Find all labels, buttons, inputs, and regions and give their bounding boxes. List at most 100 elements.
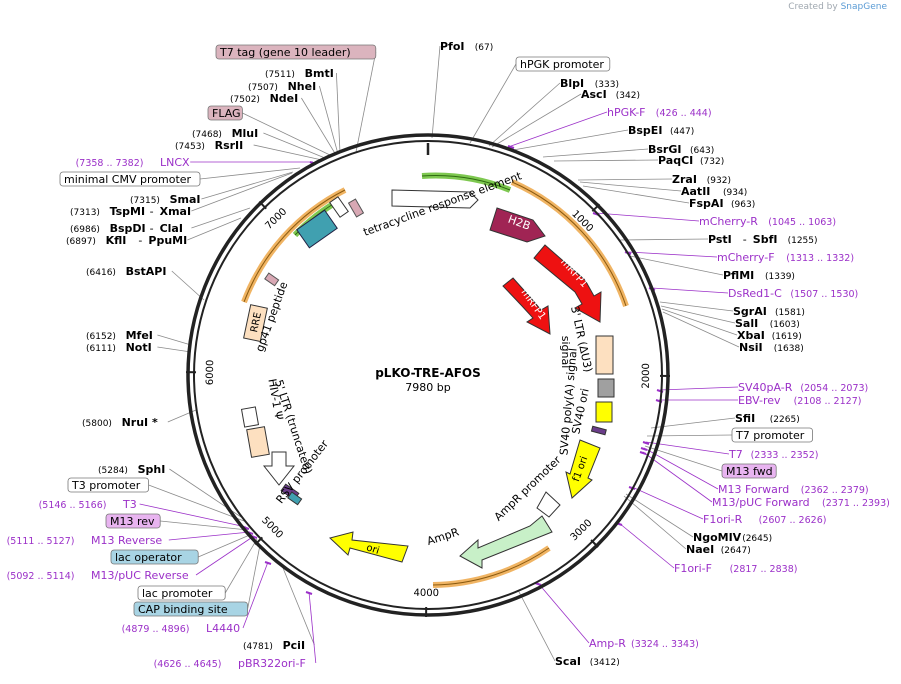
hiv-psi-block — [240, 406, 260, 428]
label-enzyme: XbaI — [737, 329, 765, 342]
label-primer: M13/pUC Forward — [712, 496, 810, 509]
tick-label: 4000 — [414, 588, 440, 599]
label-number: (934) — [723, 188, 747, 198]
tick-label: 2000 — [641, 363, 652, 388]
label-dash: - — [150, 205, 154, 218]
rsv-arrow — [262, 451, 296, 486]
label-number: (6416) — [86, 268, 116, 278]
label-number: (5284) — [98, 466, 128, 476]
label-m13-puc-rev: M13/pUC Reverse(5092 .. 5114) — [7, 569, 189, 582]
label-number: (3412) — [590, 658, 620, 668]
label-pbr322: pBR322ori-F(4626 .. 4645) — [154, 657, 306, 670]
label-number: (6986) — [70, 225, 100, 235]
label-number: (7468) — [192, 130, 222, 140]
tre-block — [296, 209, 338, 249]
label-fspai: (963)FspAI — [689, 197, 755, 210]
label-enzyme: NaeI — [686, 543, 714, 556]
label-m13-reverse: M13 Reverse(5111 .. 5127) — [7, 534, 163, 547]
label-sali: (1603)SalI — [735, 317, 800, 330]
label-enzyme: NsiI — [739, 341, 763, 354]
leader-line — [510, 111, 608, 147]
label-nrui: (5800)NruI * — [82, 416, 158, 429]
label-primer: T3 — [122, 498, 137, 511]
label-number: (5111 .. 5127) — [7, 536, 75, 547]
label-f1ori-f: F1ori-F(2817 .. 2838) — [674, 562, 797, 575]
label-scai: (3412)ScaI — [555, 655, 620, 668]
label-sfii: (2265)SfiI — [735, 412, 800, 425]
label-enzyme: NotI — [126, 341, 152, 354]
leader-line — [242, 561, 269, 629]
outer-labels: T7 tag (gene 10 leader)(7511)BmtI(7507)N… — [7, 40, 890, 670]
tick-mark — [590, 539, 599, 548]
label-sgrai: (1581)SgrAI — [733, 305, 805, 318]
label-m13-rev: M13 rev — [105, 513, 161, 529]
label-enzyme: NheI — [288, 80, 317, 93]
label-t7-prom: T7 promoter — [731, 427, 813, 443]
tick-mark — [258, 200, 267, 210]
label-enzyme: PaqCI — [658, 154, 693, 167]
label-pfoi: (67)PfoI — [440, 40, 493, 53]
label-f1ori-r: F1ori-R(2607 .. 2626) — [703, 513, 826, 526]
leader-line — [242, 112, 333, 157]
label-number: (5146 .. 5166) — [39, 500, 107, 511]
tick-mark — [254, 536, 264, 546]
leader-line — [148, 484, 245, 522]
leader-line — [645, 441, 730, 455]
label-text: T7 tag (gene 10 leader) — [219, 46, 351, 59]
leader-line — [582, 185, 690, 204]
label-number: (1603) — [770, 320, 800, 330]
label-number: (2607 .. 2626) — [759, 515, 827, 526]
leader-line — [537, 582, 590, 644]
snapgene-credit: Created by SnapGene — [788, 2, 887, 12]
label-number: (2371 .. 2393) — [822, 498, 890, 509]
label-box — [207, 105, 243, 121]
leader-line — [625, 493, 694, 538]
label-dsred1: DsRed1-C(1507 .. 1530) — [728, 287, 858, 300]
label-bstapi: (6416)BstAPI — [86, 265, 166, 278]
leader-line — [247, 544, 261, 610]
leader-line — [579, 181, 682, 192]
label-m13-puc-fwd: M13/pUC Forward (2371 .. 2393) — [712, 496, 890, 509]
label-text: FLAG — [212, 107, 241, 120]
label-m13-fwd: M13 fwd — [721, 463, 777, 479]
label-enzyme: PfoI — [440, 40, 465, 53]
label-enzyme: SgrAI — [733, 305, 767, 318]
label-number: (4781) — [243, 642, 273, 652]
label-primer: EBV-rev — [738, 394, 781, 407]
label-number: (6897) — [66, 237, 96, 247]
leader-line — [491, 93, 582, 148]
tick-label: 3000 — [569, 518, 595, 544]
label-text: lac operator — [115, 551, 182, 564]
label-sphi: (5284)SphI — [98, 463, 165, 476]
features — [240, 189, 615, 569]
leader-line — [282, 567, 315, 646]
ori-arrow — [329, 531, 409, 563]
label-dash: - — [150, 222, 154, 235]
label-text: T7 promoter — [735, 429, 805, 442]
label-primer: T7 — [728, 448, 743, 461]
label-enzyme: SmaI — [170, 193, 201, 206]
label-smai: (7315)SmaI — [130, 193, 201, 206]
orange-arc-bottom-core — [432, 547, 550, 586]
label-number: (7358 .. 7382) — [76, 158, 144, 169]
label-number: (3324 .. 3343) — [631, 639, 699, 650]
leader-line — [191, 207, 251, 229]
leader-line — [659, 386, 739, 391]
label-t7: T7(2333 .. 2352) — [728, 448, 818, 461]
label-pcii: (4781)PciI — [243, 639, 305, 652]
label-enzyme: RsrII — [215, 139, 244, 152]
label-enzyme: NgoMIV — [693, 531, 742, 544]
label-enzyme-2: SbfI — [753, 233, 778, 246]
label-bspdi: (6986)BspDI-ClaI — [70, 222, 183, 235]
label-ebv-rev: EBV-rev(2108 .. 2127) — [738, 394, 861, 407]
label-number: (5800) — [82, 419, 112, 429]
mrfp1-outer — [533, 244, 602, 323]
label-box — [133, 601, 248, 617]
label-tspmi: (7313)TspMI-XmaI — [70, 205, 191, 218]
label-number: (5092 .. 5114) — [7, 571, 75, 582]
label-number: (333) — [595, 80, 619, 90]
credit-brand: SnapGene — [840, 2, 887, 12]
label-t3: T3 (5146 .. 5166) — [39, 498, 137, 511]
leader-line — [157, 346, 192, 353]
orange-arc-group — [241, 179, 629, 588]
